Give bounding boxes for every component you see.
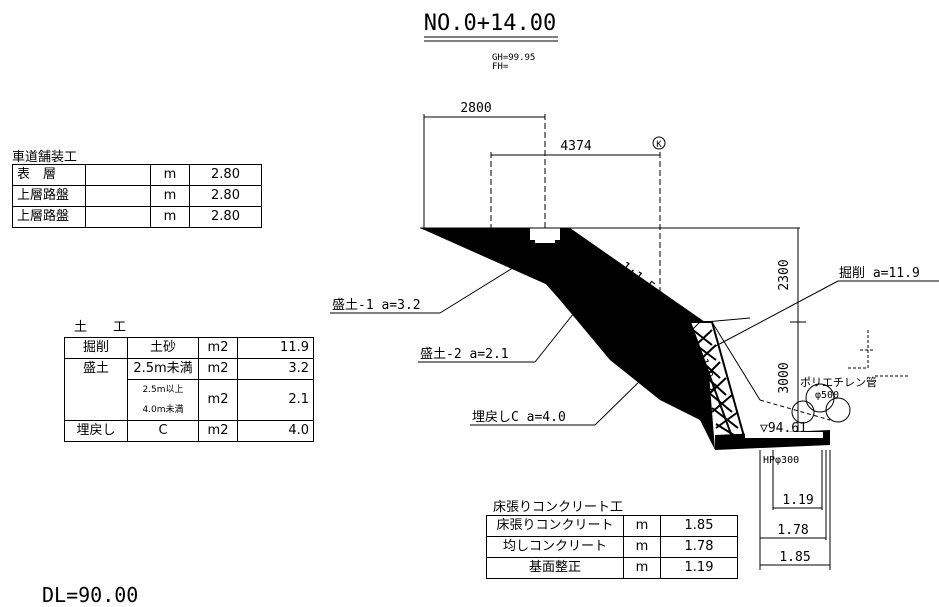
table-row: 基面整正 m 1.19: [486, 557, 738, 579]
pipe-size: φ500: [815, 390, 839, 401]
pe-pipe-1: [805, 383, 835, 413]
pavement-value: 2.80: [189, 164, 262, 186]
k-mark-text: K: [656, 140, 662, 150]
earthwork-name: 掘削: [64, 337, 128, 359]
concrete-unit: m: [623, 536, 661, 558]
callout-fill2-leader: [534, 307, 579, 363]
earthwork-table-title: 土 工: [74, 320, 127, 335]
pavement-name: 上層路盤: [12, 206, 86, 228]
earthwork-backfill-type: C: [127, 420, 199, 442]
earthwork-value: 11.9: [237, 337, 314, 359]
backfill-cross-hatch: [695, 329, 739, 429]
gutter: [535, 232, 555, 243]
k-mark-circle: [652, 136, 666, 150]
concrete-name: 均しコンクリート: [486, 536, 624, 558]
earthwork-fill-value2: 2.1: [237, 379, 314, 421]
pipe-label: ポリエチレン管: [800, 375, 877, 389]
callout-fill1: 盛土-1 a=3.2: [332, 298, 421, 313]
excavation-top: [704, 317, 751, 323]
elevation-mark: ▽94.61: [760, 421, 807, 436]
excavation-bottom: [759, 399, 831, 421]
earthwork-fill-unit2: m2: [198, 379, 238, 421]
table-row: 均しコンクリート m 1.78: [486, 536, 738, 558]
callout-backfill-leader: [594, 321, 701, 426]
dim-119-text: 1.19: [782, 493, 813, 508]
concrete-value: 1.85: [660, 515, 738, 537]
backfill-hatch: [692, 329, 743, 441]
earthwork-backfill-value: 4.0: [237, 420, 314, 442]
concrete-name: 基面整正: [486, 557, 624, 579]
concrete-base-void: [745, 432, 823, 438]
earthwork-fill-type1: 2.5m未満: [127, 358, 199, 380]
dim-2800-text: 2800: [460, 101, 491, 116]
pavement-unit: m: [150, 185, 190, 207]
table-row: 掘削 土砂 m2 11.9: [64, 337, 314, 359]
datum-label: DL=90.00: [42, 583, 138, 607]
pe-pipe-2: [825, 397, 851, 423]
dim-3000-text: 3000: [777, 362, 792, 393]
pavement-unit: m: [150, 206, 190, 228]
pavement-value: 2.80: [189, 185, 262, 207]
concrete-value: 1.19: [660, 557, 738, 579]
earthwork-type: 土砂: [127, 337, 199, 359]
table-row: 床張りコンクリート m 1.85: [486, 515, 738, 537]
callout-excavation: 掘削 a=11.9: [839, 266, 920, 281]
pavement-unit: m: [150, 164, 190, 186]
concrete-table: 床張りコンクリート m 1.85 均しコンクリート m 1.78 基面整正 m …: [486, 515, 738, 579]
table-row: 上層路盤 m 2.80: [12, 206, 262, 228]
callout-excavation-leader: [711, 280, 839, 349]
gh-label: GH=99.95: [492, 53, 535, 63]
concrete-unit: m: [623, 557, 661, 579]
table-row: 埋戻し C m2 4.0: [64, 420, 314, 442]
fh-label: FH=: [492, 62, 509, 72]
pavement-name: 上層路盤: [12, 185, 86, 207]
pavement-blank: [85, 164, 151, 186]
dim-2300-text: 2300: [777, 259, 792, 290]
earthwork-unit: m2: [198, 337, 238, 359]
callout-fill1-leader: [439, 247, 546, 314]
right-ground-line: [848, 330, 910, 377]
earthwork-fill-unit1: m2: [198, 358, 238, 380]
earthwork-table: 掘削 土砂 m2 11.9 盛土 2.5m未満 m2 3.2 2.5m以上 4.…: [64, 337, 314, 442]
concrete-unit: m: [623, 515, 661, 537]
earthwork-fill-name: 盛土: [64, 358, 128, 421]
pe-pipe-3: [791, 400, 815, 424]
dim-4374-text: 4374: [560, 139, 591, 154]
pavement-value: 2.80: [189, 206, 262, 228]
earthwork-backfill-name: 埋戻し: [64, 420, 128, 442]
pavement-table: 表 層 m 2.80 上層路盤 m 2.80 上層路盤 m 2.80: [12, 164, 262, 228]
table-row: 表 層 m 2.80: [12, 164, 262, 186]
excavation-slope: [711, 321, 761, 401]
callout-fill2: 盛土-2 a=2.1: [420, 347, 509, 362]
hp-label: HPφ300: [763, 455, 799, 466]
table-row: 盛土 2.5m未満 m2 3.2: [64, 358, 314, 421]
pavement-blank: [85, 185, 151, 207]
callout-backfill: 埋戻しC a=4.0: [472, 410, 566, 425]
concrete-value: 1.78: [660, 536, 738, 558]
concrete-name: 床張りコンクリート: [486, 515, 624, 537]
earthwork-backfill-unit: m2: [198, 420, 238, 442]
embankment-fill-2: [424, 228, 715, 450]
earthwork-fill-value1: 3.2: [237, 358, 314, 380]
concrete-table-title: 床張りコンクリート工: [493, 500, 624, 515]
earthwork-fill-type2: 2.5m以上 4.0m未満: [127, 379, 199, 421]
dim-185-text: 1.85: [779, 550, 810, 565]
table-row: 上層路盤 m 2.80: [12, 185, 262, 207]
pavement-table-title: 車道舗装工: [12, 150, 78, 165]
pavement-blank: [85, 206, 151, 228]
earthwork-fill-type2b: 4.0m未満: [142, 405, 184, 415]
pavement-name: 表 層: [12, 164, 86, 186]
section-title: NO.0+14.00: [424, 11, 556, 36]
dim-178-text: 1.78: [777, 523, 808, 538]
earthwork-fill-type2a: 2.5m以上: [142, 385, 184, 395]
table-row: 2.5m以上 4.0m未満 m2 2.1: [65, 379, 314, 421]
